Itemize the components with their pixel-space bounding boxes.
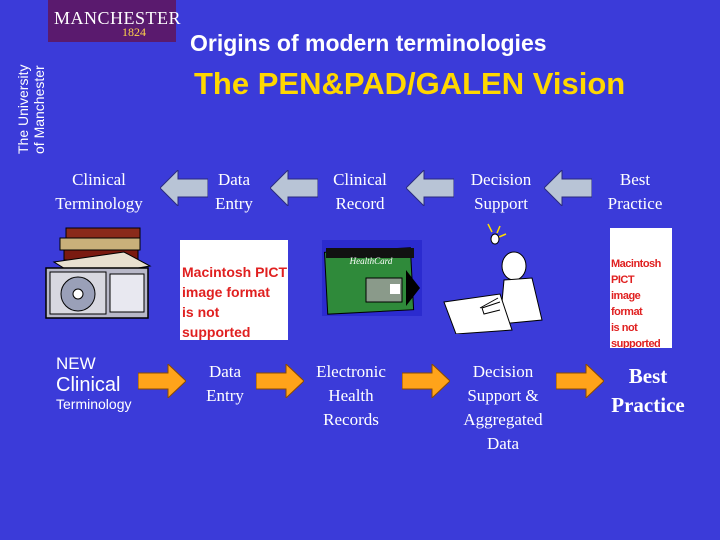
label-electronic-health-records: Electronic Health Records [316,362,386,429]
health-card-label: HealthCard [349,256,393,266]
arrow-right-3 [402,364,450,398]
label-clinical-record: Clinical Record [333,170,387,213]
label-decision-support-aggregated: Decision Support & Aggregated Data [463,362,543,453]
arrow-left-3 [406,170,454,206]
arrow-right-4 [556,364,604,398]
label-data-entry-2: Data Entry [206,362,244,405]
arrow-right-1 [138,364,186,398]
vertical-text-line-2: of Manchester [31,65,47,154]
label-clinical-terminology: Clinical Terminology [55,170,143,213]
label-best-practice-2: Best Practice [611,364,685,417]
pict-placeholder-best-practice: Macintosh PICT image format is not suppo… [610,228,672,348]
university-vertical-text: The University of Manchester [15,65,47,154]
label-best-practice: Best Practice [607,170,663,213]
label-decision-support: Decision Support [470,170,532,213]
university-logo: MANCHESTER 1824 [48,0,181,42]
lightbulb-icon [487,223,507,245]
slide-subtitle: The PEN&PAD/GALEN Vision [194,66,626,101]
logo-year: 1824 [122,25,146,39]
label-data-entry: Data Entry [215,170,253,213]
arrow-left-2 [270,170,318,206]
vertical-text-line-1: The University [15,65,31,154]
arrow-left-4 [544,170,592,206]
health-card-image [322,240,422,316]
arrow-left-1 [160,170,208,206]
logo-wordmark: MANCHESTER [54,8,182,28]
doctor-decision-image [443,223,543,334]
pict-placeholder-data-entry: Macintosh PICT image format is not suppo… [180,240,288,340]
books-cd-image [45,227,152,319]
arrow-right-2 [256,364,304,398]
slide-title: Origins of modern terminologies [190,30,547,56]
label-new-clinical-terminology: NEW Clinical Terminology [56,354,132,412]
